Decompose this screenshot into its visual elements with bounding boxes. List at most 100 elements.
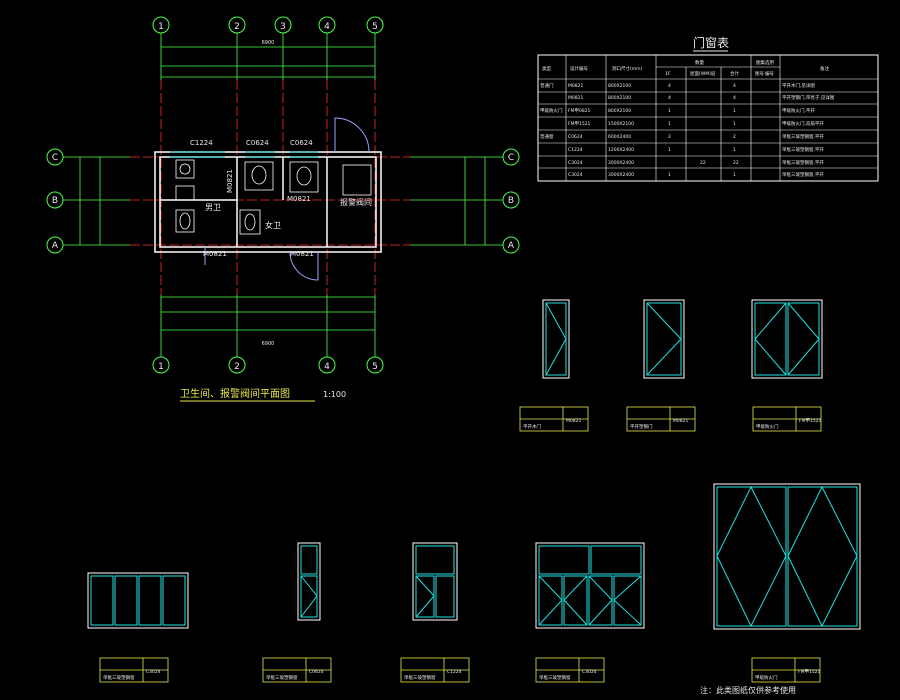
axis-label-4-bottom: 4 xyxy=(324,362,330,372)
plan-title: 卫生间、报警阀间平面图 xyxy=(180,387,290,400)
schedule-cell-6-5: 22 xyxy=(733,160,739,166)
axis-label-2-bottom: 2 xyxy=(234,362,240,372)
detail-code-8: FM甲1521 xyxy=(798,669,821,675)
dimension-values: 6900 6900 xyxy=(262,40,275,347)
drawing-note: 注：此类图纸仅供参考使用 xyxy=(700,685,796,695)
schedule-grid xyxy=(538,55,878,181)
schedule-cell-3-5: 1 xyxy=(733,121,736,127)
window-tag-c0624-a: C0624 xyxy=(246,139,269,147)
door-tag-1: M0821 xyxy=(203,250,227,258)
schedule-cell-0-1: M0821 xyxy=(568,83,583,89)
schedule-cell-1-9: 平开塑钢门,带亮子,见详图 xyxy=(782,94,835,101)
door-tags: M0821 M0821 M0821 M0821 xyxy=(203,169,314,258)
schedule-cell-2-5: 1 xyxy=(733,108,736,114)
schedule-cell-4-1: C0624 xyxy=(568,134,583,140)
detail-label-boxes xyxy=(99,406,822,683)
schedule-cell-1-5: 4 xyxy=(733,95,736,101)
dimension-lines xyxy=(63,33,503,357)
detail-desc-7: 单框三玻塑钢窗 xyxy=(539,674,571,681)
detail-door-fm1521 xyxy=(751,299,823,379)
schedule-subheader-1: 屋面(WM)层 xyxy=(690,71,716,77)
schedule-cell-4-5: 2 xyxy=(733,134,736,140)
schedule-header-1: 设计编号 xyxy=(570,65,588,72)
window-tag-c1224: C1224 xyxy=(190,139,213,147)
detail-desc-8: 甲级防火门 xyxy=(755,674,778,681)
schedule-cell-3-3: 1 xyxy=(668,121,671,127)
schedule-cell-7-9: 单框三玻塑钢窗,平开 xyxy=(782,171,824,178)
axis-label-b-right: B xyxy=(508,196,514,206)
schedule-subheader-4: 编号 xyxy=(765,70,774,77)
schedule-cell-2-2: 800X2100 xyxy=(608,108,631,114)
schedule-cell-4-9: 单框三玻塑钢窗,平开 xyxy=(782,133,824,140)
schedule-cell-0-5: 4 xyxy=(733,83,736,89)
window-tags: C1224 C0624 C0624 xyxy=(190,139,313,147)
window-tag-c0624-b: C0624 xyxy=(290,139,313,147)
detail-desc-1: 平开木门 xyxy=(523,423,541,430)
dim-total-top: 6900 xyxy=(262,40,275,46)
schedule-subheader-0: 1F xyxy=(665,71,671,77)
schedule-cell-0-9: 平开木门,见详图 xyxy=(782,82,815,89)
schedule-cell-5-1: C1224 xyxy=(568,147,583,153)
axis-label-2-top: 2 xyxy=(234,22,240,32)
detail-window-c1224 xyxy=(412,542,458,621)
door-tag-2: M0821 xyxy=(290,250,314,258)
detail-label-text: M0821 平开木门 M0821 平开塑钢门 FM甲1521 甲级防火门 C30… xyxy=(103,418,822,681)
schedule-cell-6-2: 3000X2400 xyxy=(608,160,634,166)
plan-windows xyxy=(170,151,318,158)
schedule-header-2: 洞口尺寸(mm) xyxy=(612,65,643,72)
axis-label-3-top: 3 xyxy=(280,22,286,32)
detail-desc-2: 平开塑钢门 xyxy=(630,423,653,430)
schedule-cell-2-9: 甲级防火门,平开 xyxy=(782,107,815,114)
room-label-female-toilet: 女卫 xyxy=(265,220,281,230)
axis-label-c-right: C xyxy=(508,153,514,163)
room-label-male-toilet: 男卫 xyxy=(205,203,221,212)
schedule-cell-0-0: 普通门 xyxy=(540,82,554,89)
axis-label-1-bottom: 1 xyxy=(158,362,164,372)
schedule-cell-4-2: 600X2400 xyxy=(608,134,631,140)
axis-grid-lines xyxy=(130,80,410,295)
plumbing-fixtures xyxy=(175,159,372,235)
plan-scale: 1:100 xyxy=(323,390,346,399)
schedule-cell-6-4: 22 xyxy=(700,160,706,166)
detail-door-fm1521-large xyxy=(713,483,861,630)
schedule-subheader-3: 图号 xyxy=(755,71,764,77)
schedule-header-0: 类型 xyxy=(542,65,551,72)
detail-code-7: C3024 xyxy=(582,669,597,675)
door-swings xyxy=(204,117,370,281)
detail-elevations: M0821 平开木门 M0821 平开塑钢门 FM甲1521 甲级防火门 C30… xyxy=(87,299,861,695)
detail-desc-3: 甲级防火门 xyxy=(756,423,779,430)
schedule-cell-1-3: 4 xyxy=(668,95,671,101)
schedule-title: 门窗表 xyxy=(693,35,729,50)
schedule-cell-3-2: 1500X2100 xyxy=(608,121,634,127)
schedule-cell-4-0: 普通窗 xyxy=(540,133,554,140)
detail-desc-4: 单框三玻塑钢窗 xyxy=(103,674,135,681)
axis-label-a-left: A xyxy=(52,241,59,251)
detail-code-6: C1224 xyxy=(447,669,462,675)
axis-label-a-right: A xyxy=(508,241,515,251)
door-tag-4: M0821 xyxy=(226,169,234,193)
schedule-header-3: 数量 xyxy=(695,59,704,66)
schedule-header-7: 图集选用 xyxy=(756,59,774,66)
schedule-cell-2-3: 1 xyxy=(668,108,671,114)
schedule-cell-5-2: 1200X2400 xyxy=(608,147,634,153)
dim-total-bottom: 6900 xyxy=(262,341,275,347)
detail-door-m0821-b xyxy=(643,299,685,379)
door-tag-3: M0821 xyxy=(287,195,311,203)
schedule-cell-7-1: C3024 xyxy=(568,172,583,178)
detail-window-c0624 xyxy=(297,542,321,621)
room-label-valve-room: 报警阀间 xyxy=(340,197,372,207)
axis-label-5-bottom: 5 xyxy=(372,362,378,372)
schedule-cell-7-2: 3000X2400 xyxy=(608,172,634,178)
schedule-subheader-2: 合计 xyxy=(730,70,739,77)
schedule-cell-6-9: 单框三玻塑钢窗,平开 xyxy=(782,159,824,166)
detail-code-5: C0624 xyxy=(309,669,324,675)
schedule-cell-5-5: 1 xyxy=(733,147,736,153)
schedule-cell-5-3: 1 xyxy=(668,147,671,153)
room-labels: 男卫 女卫 报警阀间 xyxy=(205,197,372,230)
floor-plan: 1 2 3 4 5 1 2 4 5 C B A C B A xyxy=(46,16,520,402)
detail-code-3: FM甲1521 xyxy=(799,418,822,424)
detail-window-c3024-b xyxy=(535,542,645,629)
